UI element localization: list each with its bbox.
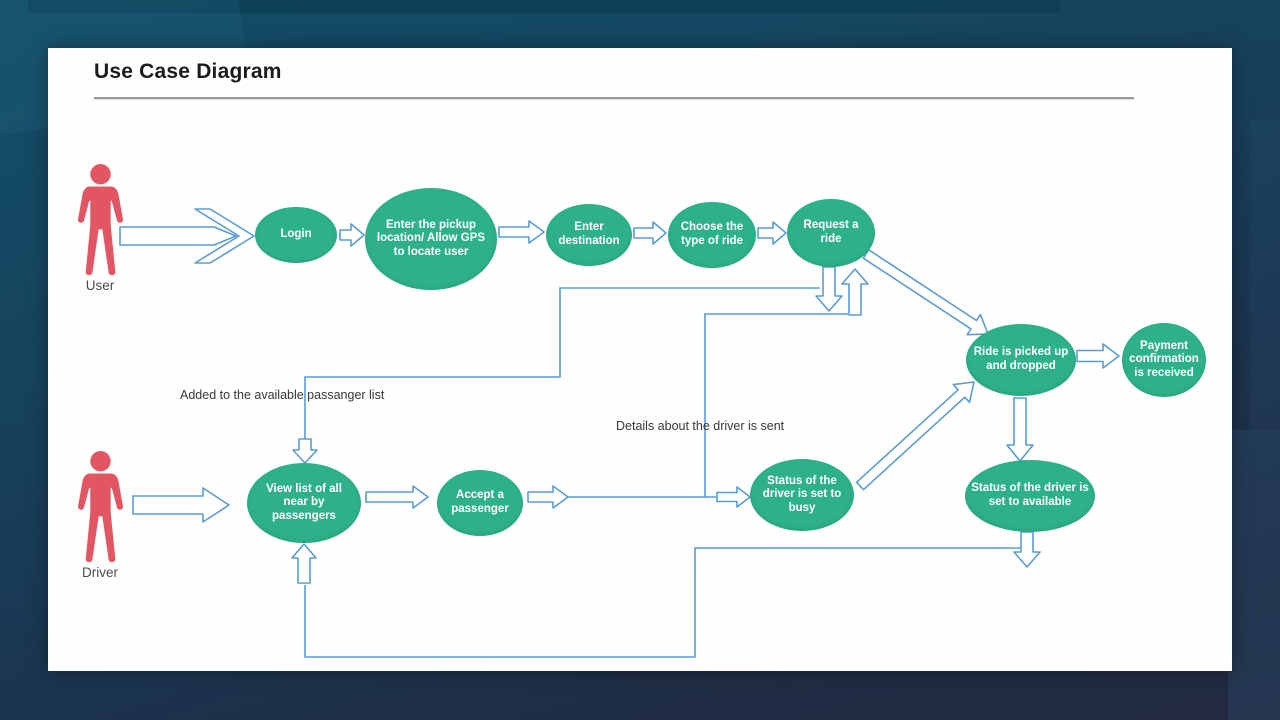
use-case-view-passengers: View list of all near by passengers [247,463,361,543]
actor-user [75,163,126,280]
background-top-strip [28,0,1060,13]
arrow-login-to-enter-pickup [339,223,365,247]
slide-title: Use Case Diagram [94,60,282,83]
arrow-user-to-login [194,208,255,264]
annotation-added-to-list: Added to the available passanger list [180,388,385,402]
use-case-choose-ride-type: Choose the type of ride [668,202,756,268]
arrow-accept-to-driver-busy [527,485,569,509]
title-underline [94,97,1134,99]
use-case-request-ride: Request a ride [787,199,875,267]
arrow-driver-available-to-view-passengers [291,543,317,584]
use-case-driver-available: Status of the driver is set to available [965,460,1095,532]
slide-canvas: Use Case Diagram User Driver Login Enter … [48,48,1232,671]
actor-driver-label: Driver [82,565,118,580]
arrow-ride-picked-to-payment [1076,343,1120,369]
arrow-enter-destination-to-choose-ride-type [633,221,667,245]
arrow-driver-to-view-passengers [132,487,230,523]
connector-accept-to-request-ride-details [704,313,848,497]
arrow-view-passengers-to-accept [365,485,429,509]
person-icon [77,164,124,276]
use-case-ride-picked-dropped: Ride is picked up and dropped [966,324,1076,396]
arrow-driver-available-down [1013,531,1041,568]
arrow-request-ride-to-ride-picked [862,249,989,336]
connector-driver-available-to-view-passengers [304,547,1021,658]
use-case-payment-confirmation: Payment confirmation is received [1122,323,1206,397]
arrow-driver-busy-to-ride-picked [855,381,975,491]
use-case-enter-pickup: Enter the pickup location/ Allow GPS to … [365,188,497,290]
person-icon [77,451,124,563]
arrow-choose-ride-type-to-request-ride [757,221,787,245]
use-case-accept-passenger: Accept a passenger [437,470,523,536]
arrow-accept-to-driver-busy [716,486,751,508]
actor-user-label: User [85,278,115,293]
arrow-ride-picked-to-driver-available [1006,397,1034,462]
arrow-enter-pickup-to-enter-destination [498,220,545,244]
background-accent-shape [1250,120,1280,430]
annotation-driver-details-sent: Details about the driver is sent [616,419,785,433]
use-case-driver-busy: Status of the driver is set to busy [750,459,854,531]
connector-request-ride-to-view-passengers [304,287,820,439]
arrow-accept-to-request-ride-details [841,268,869,316]
background-accent-shape [1228,430,1280,720]
arrow-request-ride-to-view-passengers [292,438,318,464]
use-case-enter-destination: Enter destination [546,204,632,266]
actor-driver [75,450,126,567]
arrow-user-to-login [119,226,237,246]
diagram-connectors [119,208,1120,658]
arrow-request-ride-down [815,266,843,312]
use-case-login: Login [255,207,337,263]
